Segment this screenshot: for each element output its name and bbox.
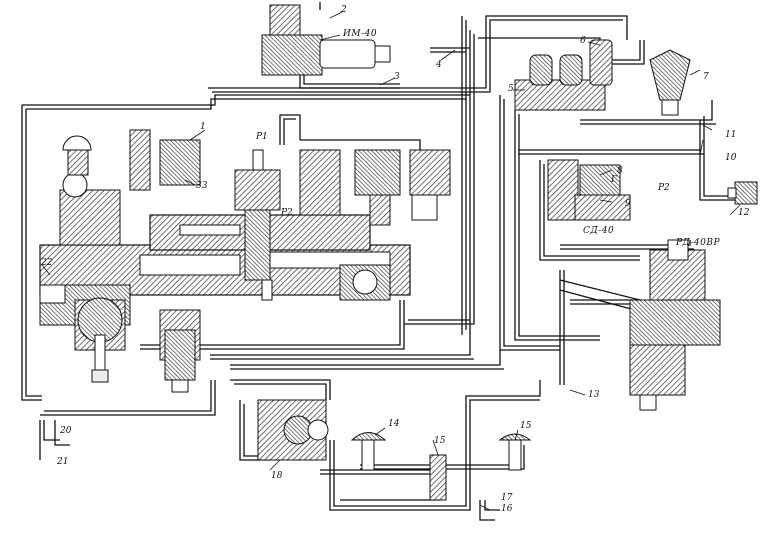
label-2: 2 [341,5,347,15]
label-6: 6 [580,36,586,46]
valve-block-19 [257,399,329,461]
label-17: 17 [501,493,513,503]
label-p2-center: P2 [281,208,293,218]
label-9: 9 [625,199,631,209]
im40-unit [261,4,391,76]
label-10: 10 [725,153,737,163]
label-p2-right: P2 [658,183,670,193]
valve-15-left [429,454,447,501]
label-im40: ИМ-40 [343,29,378,39]
label-1: 1 [200,122,206,132]
label-15-right: 15 [520,421,532,431]
nozzle-7 [649,49,691,116]
label-8: 8 [617,166,623,176]
label-22: 22 [41,258,53,268]
label-33: 33 [196,181,208,191]
rd40vr-unit [629,239,721,411]
valve-14 [350,432,387,471]
label-14: 14 [388,419,400,429]
label-g: Г [611,175,617,185]
label-4: 4 [436,60,442,70]
label-21: 21 [57,457,69,467]
label-16: 16 [501,504,513,514]
label-18: 18 [271,471,283,481]
label-sd40: СД-40 [583,226,615,236]
valve-15-right [498,433,532,471]
valve-group-5-6 [514,39,613,111]
pipelines [21,2,735,521]
label-3: 3 [394,72,400,82]
leader-lines [41,11,741,511]
label-rd40vr: РД-40ВР [676,238,721,248]
label-12: 12 [738,208,750,218]
label-7: 7 [703,72,709,82]
label-11: 11 [725,130,737,140]
cylinder-12 [727,181,758,205]
label-p1: P1 [256,132,268,142]
label-5: 5 [508,84,514,94]
label-20: 20 [60,426,72,436]
main-control-block [39,129,451,393]
label-13: 13 [588,390,600,400]
sd40-unit [547,159,631,221]
label-15-left: 15 [434,436,446,446]
